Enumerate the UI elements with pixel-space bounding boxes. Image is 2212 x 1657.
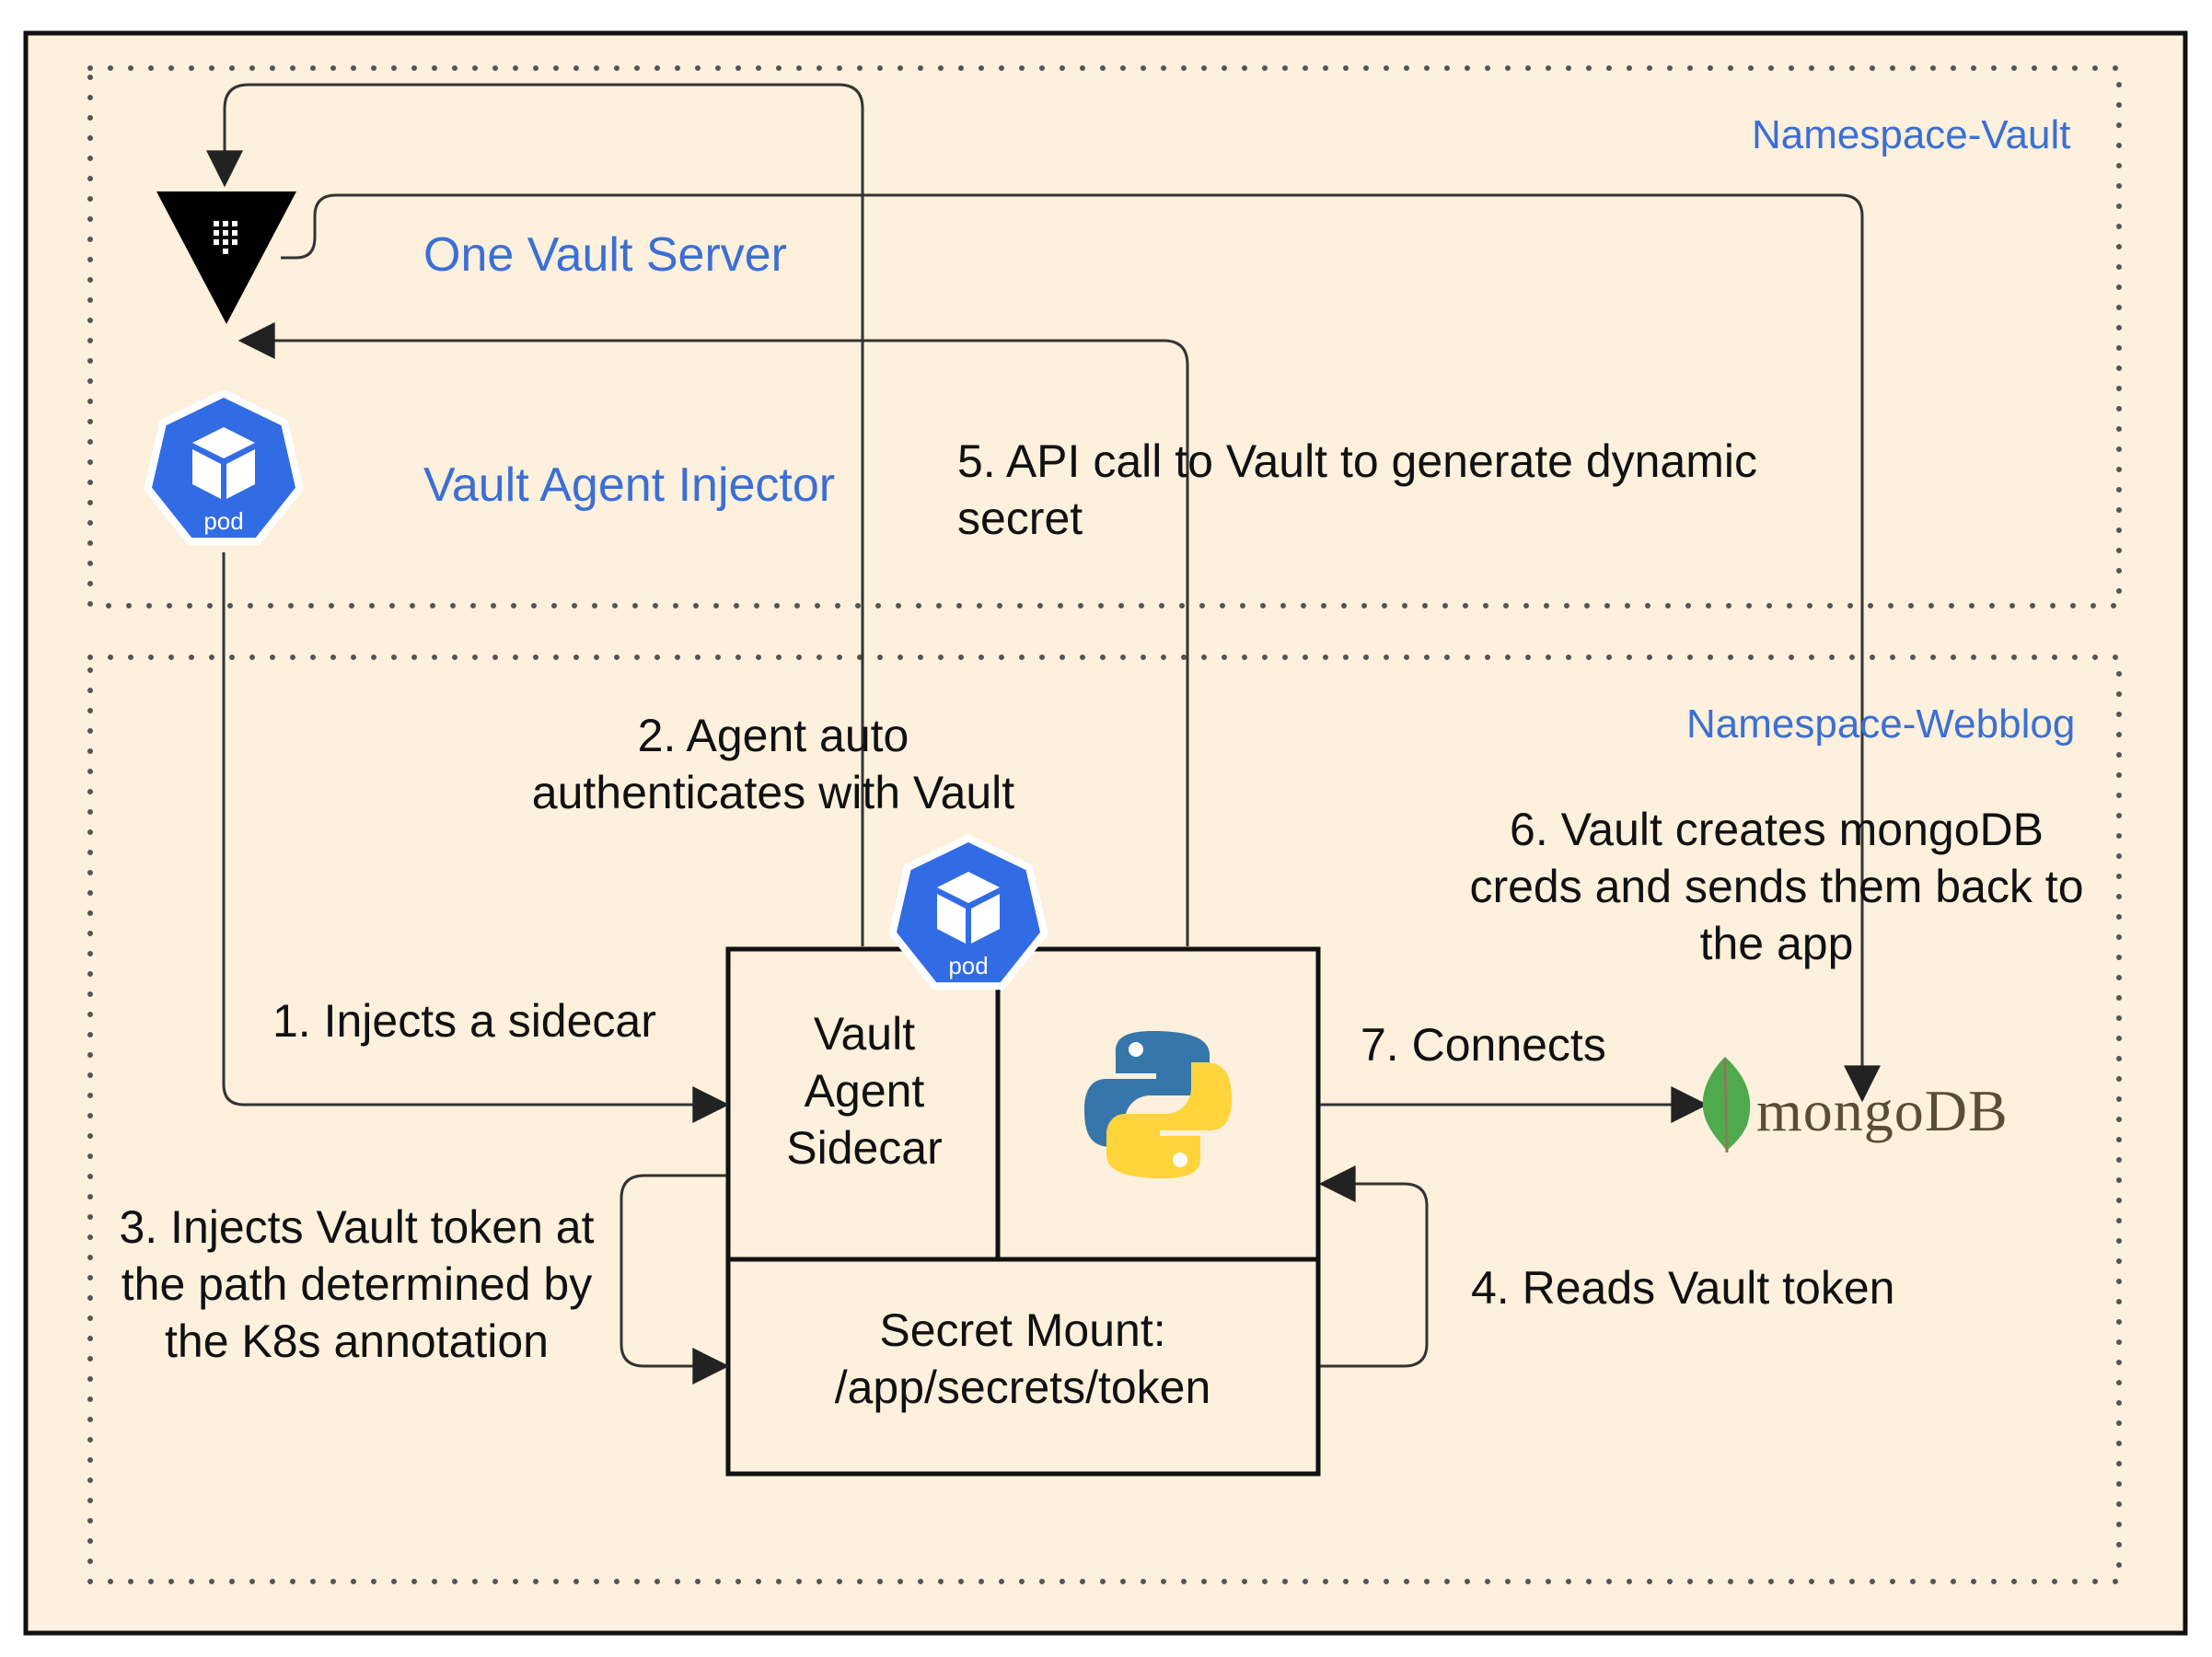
step6-label-line2: creds and sends them back to — [1469, 861, 2084, 912]
step5-label-line1: 5. API call to Vault to generate dynamic — [957, 435, 1758, 487]
namespace-vault-label: Namespace-Vault — [1752, 112, 2071, 157]
python-logo-icon — [1084, 1031, 1232, 1178]
step3-label-line2: the path determined by — [121, 1258, 593, 1310]
step1-label: 1. Injects a sidecar — [272, 995, 656, 1047]
sidecar-label-line3: Sidecar — [786, 1122, 943, 1174]
kubernetes-pod-icon: pod — [144, 389, 304, 546]
sidecar-label-line1: Vault — [813, 1008, 916, 1060]
connector-reads-token — [1318, 1165, 1429, 1368]
step6-label-line1: 6. Vault creates mongoDB — [1510, 804, 2044, 855]
namespace-webblog-label: Namespace-Webblog — [1686, 701, 2076, 747]
connector-api-call — [237, 322, 1189, 946]
connector-vault-mongodb — [281, 193, 1881, 1103]
mongodb-leaf-icon — [1702, 1057, 1751, 1153]
step2-label-line1: 2. Agent auto — [637, 710, 909, 761]
pod-badge-label: pod — [948, 952, 988, 979]
vault-server-label: One Vault Server — [423, 228, 788, 282]
step5-label-line2: secret — [957, 492, 1083, 544]
connector-injects-token — [620, 1174, 730, 1385]
step2-label-line2: authenticates with Vault — [531, 767, 1015, 818]
secret-mount-label-line2: /app/secrets/token — [834, 1362, 1211, 1413]
step3-label-line1: 3. Injects Vault token at — [119, 1201, 595, 1253]
connector-agent-auth — [206, 83, 864, 946]
step7-label: 7. Connects — [1361, 1019, 1606, 1071]
agent-injector-label: Vault Agent Injector — [423, 458, 836, 512]
connector-injects-sidecar — [222, 552, 730, 1123]
sidecar-label-line2: Agent — [804, 1065, 925, 1117]
step6-label-line3: the app — [1699, 918, 1854, 969]
pod-badge-label: pod — [203, 507, 243, 535]
namespace-webblog-boundary — [87, 655, 2122, 1584]
step4-label: 4. Reads Vault token — [1471, 1262, 1895, 1314]
outer-frame — [23, 30, 2188, 1636]
kubernetes-pod-icon: pod — [888, 834, 1048, 991]
secret-mount-label-line1: Secret Mount: — [879, 1304, 1166, 1356]
mongodb-logo-text: mongoDB — [1756, 1078, 2009, 1143]
step3-label-line3: the K8s annotation — [165, 1315, 549, 1367]
namespace-vault-boundary — [87, 65, 2122, 608]
vault-triangle-icon — [156, 191, 296, 324]
